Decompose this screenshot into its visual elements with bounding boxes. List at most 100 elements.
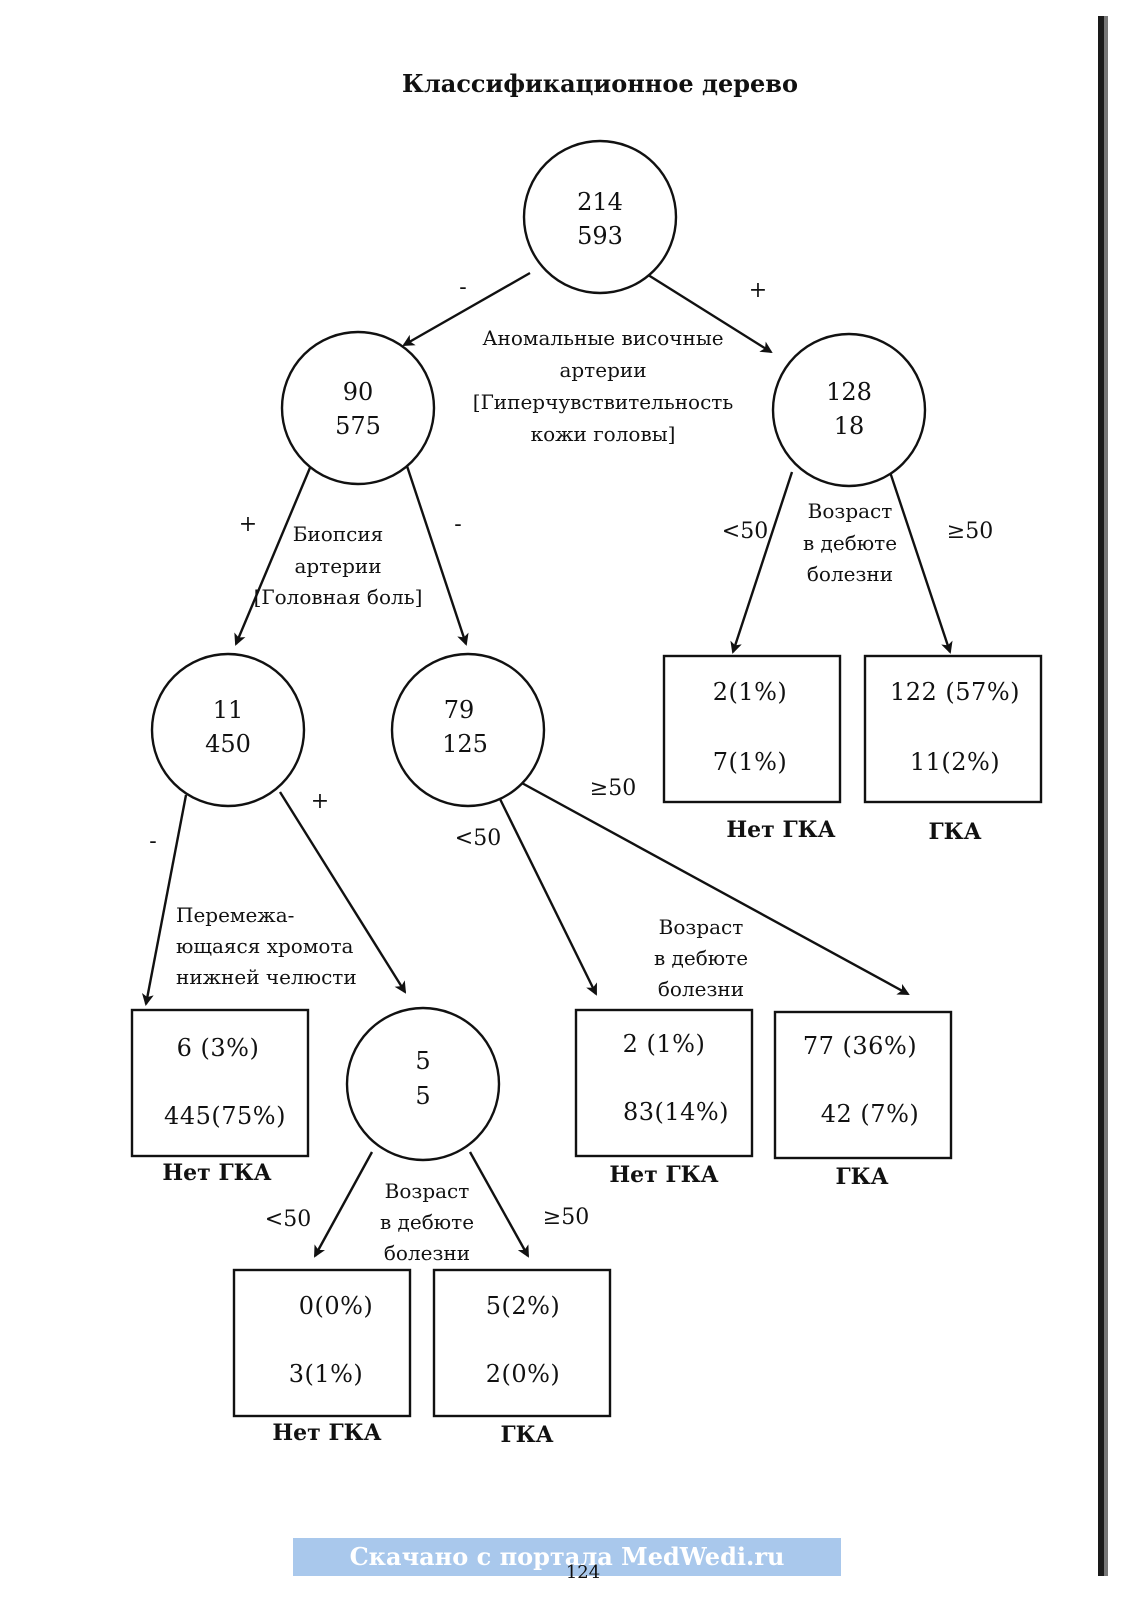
node-count-bottom: 18 — [834, 412, 865, 440]
branch-label-left-left: + — [239, 512, 257, 537]
question-line: Возраст — [659, 915, 744, 939]
leaf-count-bottom: 83(14%) — [623, 1098, 729, 1126]
edge-lr-left — [498, 798, 598, 996]
watermark-background — [293, 1538, 841, 1576]
edge-root-left — [402, 271, 531, 347]
node-llr: 5 5 — [345, 1006, 501, 1162]
leaf-count-bottom: 3(1%) — [289, 1360, 364, 1388]
question-ll: Перемежа- ющаяся хромота нижней челюсти — [176, 903, 357, 989]
leaf-lr-ge50: 77 (36%) 42 (7%) ГКА — [773, 1010, 953, 1190]
node-count-top: 11 — [213, 696, 244, 724]
leaf-count-top: 6 (3%) — [177, 1034, 260, 1062]
node-count-bottom: 450 — [205, 730, 251, 758]
tree-edges — [141, 271, 953, 1258]
watermark-text: Скачано с портала MedWedi.ru — [350, 1542, 785, 1571]
edge-left-right — [404, 462, 469, 646]
question-right: Возраст в дебюте болезни — [803, 499, 897, 586]
edge-root-right — [644, 271, 773, 354]
node-count-bottom: 575 — [335, 412, 381, 440]
edge-llr-right — [468, 1151, 530, 1258]
leaf-box — [130, 1008, 310, 1158]
diagram-title: Классификационное дерево — [402, 69, 798, 98]
node-count-top: 128 — [826, 378, 872, 406]
leaf-count-bottom: 445(75%) — [164, 1102, 286, 1130]
edge-right-left — [730, 471, 794, 654]
branch-label-left-right: - — [454, 512, 461, 537]
leaf-llr-ge50: 5(2%) 2(0%) ГКА — [432, 1268, 612, 1448]
edge-right-right — [888, 471, 953, 654]
leaf-right-lt50: 2(1%) 7(1%) Нет ГКА — [662, 654, 842, 843]
leaf-count-bottom: 42 (7%) — [821, 1100, 919, 1128]
branch-label-root-left: - — [459, 275, 466, 300]
question-line: в дебюте — [654, 946, 748, 970]
node-left: 90 575 — [280, 330, 436, 486]
question-line: болезни — [384, 1241, 470, 1265]
edge-lr-right — [519, 780, 910, 996]
leaf-llr-lt50: 0(0%) 3(1%) Нет ГКА — [232, 1268, 412, 1446]
leaf-class-label: Нет ГКА — [726, 817, 835, 843]
leaf-class-label: ГКА — [500, 1422, 553, 1448]
question-line: Аномальные височные — [482, 326, 723, 350]
branch-label-right-left: <50 — [722, 519, 768, 544]
node-right: 128 18 — [771, 332, 927, 488]
leaf-class-label: Нет ГКА — [162, 1160, 271, 1186]
question-line: артерии — [559, 358, 646, 382]
leaf-count-top: 2(1%) — [713, 678, 788, 706]
leaf-box — [863, 654, 1043, 804]
leaf-count-top: 0(0%) — [299, 1292, 374, 1320]
branch-label-lr-left: <50 — [455, 826, 501, 851]
question-line: нижней челюсти — [176, 965, 357, 989]
edge-llr-left — [313, 1151, 374, 1258]
node-count-top: 79 — [444, 696, 475, 724]
leaf-box — [662, 654, 842, 804]
leaf-box — [432, 1268, 612, 1418]
leaf-count-bottom: 11(2%) — [910, 748, 1000, 776]
question-line: Возраст — [808, 499, 893, 523]
question-line: кожи головы] — [531, 422, 676, 446]
leaf-box — [773, 1010, 953, 1160]
question-line: ющаяся хромота — [176, 934, 354, 958]
edge-left-left — [234, 462, 314, 646]
question-left: Биопсия артерии [Головная боль] — [254, 522, 423, 609]
question-root: Аномальные височные артерии [Гиперчувств… — [473, 326, 734, 446]
node-root: 214 593 — [522, 139, 678, 295]
leaf-count-top: 5(2%) — [486, 1292, 561, 1320]
question-line: Перемежа- — [176, 903, 294, 927]
page-edge-shadow — [1098, 16, 1108, 1576]
node-ll: 11 450 — [150, 652, 306, 808]
node-circle — [522, 139, 678, 295]
leaf-class-label: ГКА — [928, 819, 981, 845]
branch-label-right-right: ≥50 — [947, 519, 993, 544]
question-line: артерии — [294, 554, 381, 578]
question-line: болезни — [807, 562, 893, 586]
node-count-bottom: 593 — [577, 222, 623, 250]
branch-label-ll-left: - — [149, 829, 156, 854]
page-number: 124 — [566, 1562, 600, 1583]
question-line: болезни — [658, 977, 744, 1001]
leaf-box — [574, 1008, 754, 1158]
node-circle — [390, 652, 546, 808]
leaf-count-top: 77 (36%) — [803, 1032, 917, 1060]
leaf-class-label: Нет ГКА — [272, 1420, 381, 1446]
question-line: [Головная боль] — [254, 585, 423, 609]
node-count-top: 214 — [577, 188, 623, 216]
node-count-bottom: 125 — [442, 730, 488, 758]
node-count-top: 90 — [343, 378, 374, 406]
branch-label-root-right: + — [749, 278, 767, 303]
node-count-bottom: 5 — [415, 1082, 430, 1110]
branch-label-ll-right: + — [311, 789, 329, 814]
leaf-count-top: 122 (57%) — [890, 678, 1020, 706]
leaf-lr-lt50: 2 (1%) 83(14%) Нет ГКА — [574, 1008, 754, 1188]
node-circle — [771, 332, 927, 488]
leaf-count-top: 2 (1%) — [623, 1030, 706, 1058]
edge-ll-left — [141, 794, 188, 1006]
branch-label-llr-left: <50 — [265, 1207, 311, 1232]
leaf-ll-minus: 6 (3%) 445(75%) Нет ГКА — [130, 1008, 310, 1186]
node-circle — [150, 652, 306, 808]
question-lr: Возраст в дебюте болезни — [654, 915, 748, 1001]
question-line: Возраст — [385, 1179, 470, 1203]
branch-label-lr-right: ≥50 — [590, 776, 636, 801]
node-count-top: 5 — [415, 1047, 430, 1075]
leaf-class-label: Нет ГКА — [609, 1162, 718, 1188]
